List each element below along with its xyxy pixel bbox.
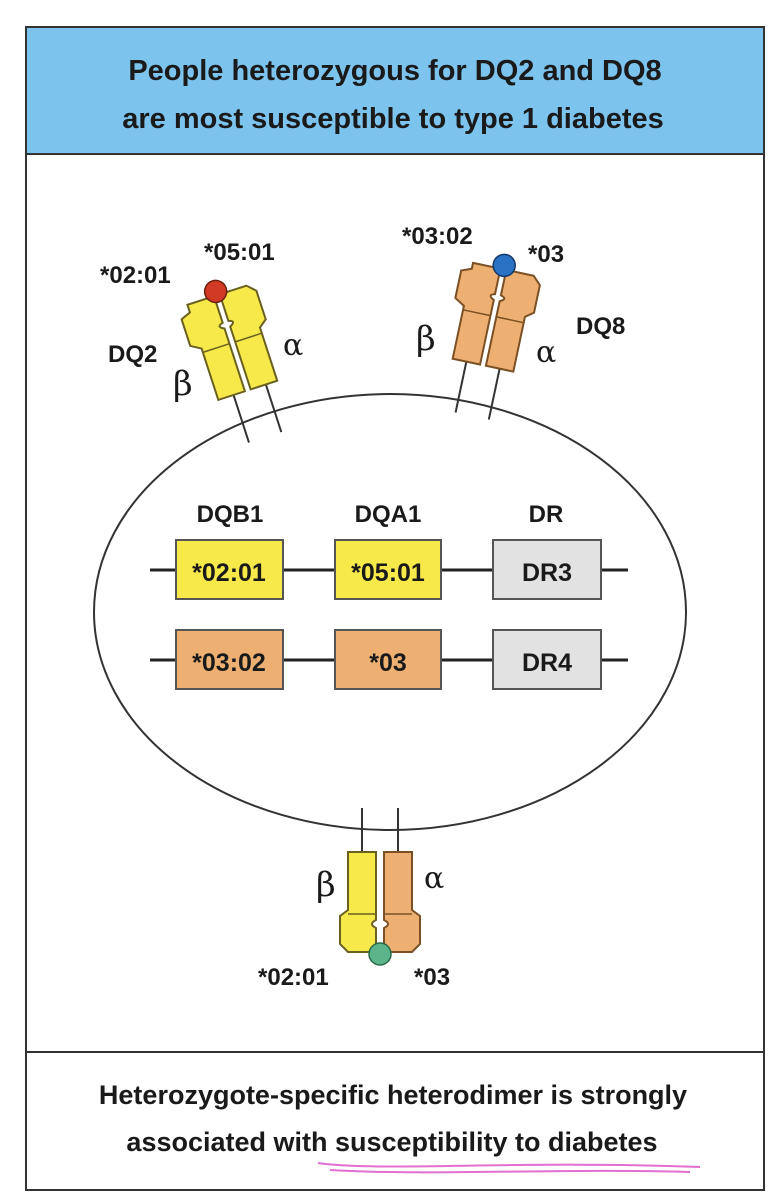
dq8-beta-transmembrane bbox=[454, 361, 468, 413]
dq8-molecule bbox=[451, 253, 541, 420]
dq8-name: DQ8 bbox=[576, 313, 625, 340]
gene-label-dr3: DR3 bbox=[522, 559, 572, 587]
gene-column-dqa1: DQA1 bbox=[355, 501, 422, 528]
dq8-alpha-symbol: α bbox=[536, 335, 556, 370]
hetero-alpha-allele: *03 bbox=[414, 964, 450, 991]
hetero-beta-symbol: β bbox=[316, 865, 336, 905]
gene-label-dr4: DR4 bbox=[522, 649, 572, 677]
header-title-line2: are most susceptible to type 1 diabetes bbox=[122, 103, 664, 135]
hetero-beta-chain bbox=[339, 851, 377, 953]
dq2-molecule bbox=[180, 279, 283, 443]
dq8-peptide bbox=[492, 253, 516, 278]
dq8-beta-symbol: β bbox=[416, 319, 436, 359]
gene-label-dqb1-0302: *03:02 bbox=[192, 649, 266, 677]
footer-line1: Heterozygote-specific heterodimer is str… bbox=[99, 1080, 687, 1110]
footer-highlight-underline bbox=[317, 1162, 701, 1174]
dq2-beta-chain bbox=[180, 294, 247, 402]
gene-box-dqa1-03 bbox=[334, 629, 442, 690]
gene-box-dqb1-0201 bbox=[175, 539, 284, 600]
dq8-alpha-allele: *03 bbox=[528, 241, 564, 268]
dq2-alpha-allele: *05:01 bbox=[204, 239, 275, 266]
cell-outline bbox=[93, 393, 687, 831]
hetero-alpha-symbol: α bbox=[424, 861, 444, 896]
dq8-beta-chain bbox=[451, 261, 502, 366]
dq8-alpha-transmembrane bbox=[487, 368, 501, 420]
gene-box-dr3 bbox=[492, 539, 602, 600]
hetero-alpha-chain bbox=[383, 851, 421, 953]
dq2-beta-transmembrane bbox=[232, 394, 250, 443]
dq2-beta-symbol: β bbox=[173, 364, 193, 404]
hetero-beta-allele: *02:01 bbox=[258, 964, 329, 991]
dq2-alpha-transmembrane bbox=[264, 384, 283, 433]
dq8-beta-allele: *03:02 bbox=[402, 223, 473, 250]
hetero-molecule bbox=[339, 808, 421, 966]
gene-label-dqa1-0501: *05:01 bbox=[351, 559, 425, 587]
gene-column-dr: DR bbox=[529, 501, 564, 528]
dq2-peptide bbox=[203, 279, 228, 304]
footer-line2: associated with susceptibility to diabet… bbox=[126, 1127, 657, 1157]
header-band bbox=[25, 26, 765, 155]
gene-label-dqb1-0201: *02:01 bbox=[192, 559, 266, 587]
header-title-line1: People heterozygous for DQ2 and DQ8 bbox=[128, 55, 661, 87]
gene-box-dqb1-0302 bbox=[175, 629, 284, 690]
dq2-alpha-symbol: α bbox=[283, 328, 303, 363]
dq2-beta-allele: *02:01 bbox=[100, 262, 171, 289]
gene-box-dr4 bbox=[492, 629, 602, 690]
hetero-peptide bbox=[368, 942, 392, 966]
gene-column-dqb1: DQB1 bbox=[197, 501, 264, 528]
dq2-name: DQ2 bbox=[108, 341, 157, 368]
gene-box-dqa1-0501 bbox=[334, 539, 442, 600]
gene-label-dqa1-03: *03 bbox=[369, 649, 407, 677]
